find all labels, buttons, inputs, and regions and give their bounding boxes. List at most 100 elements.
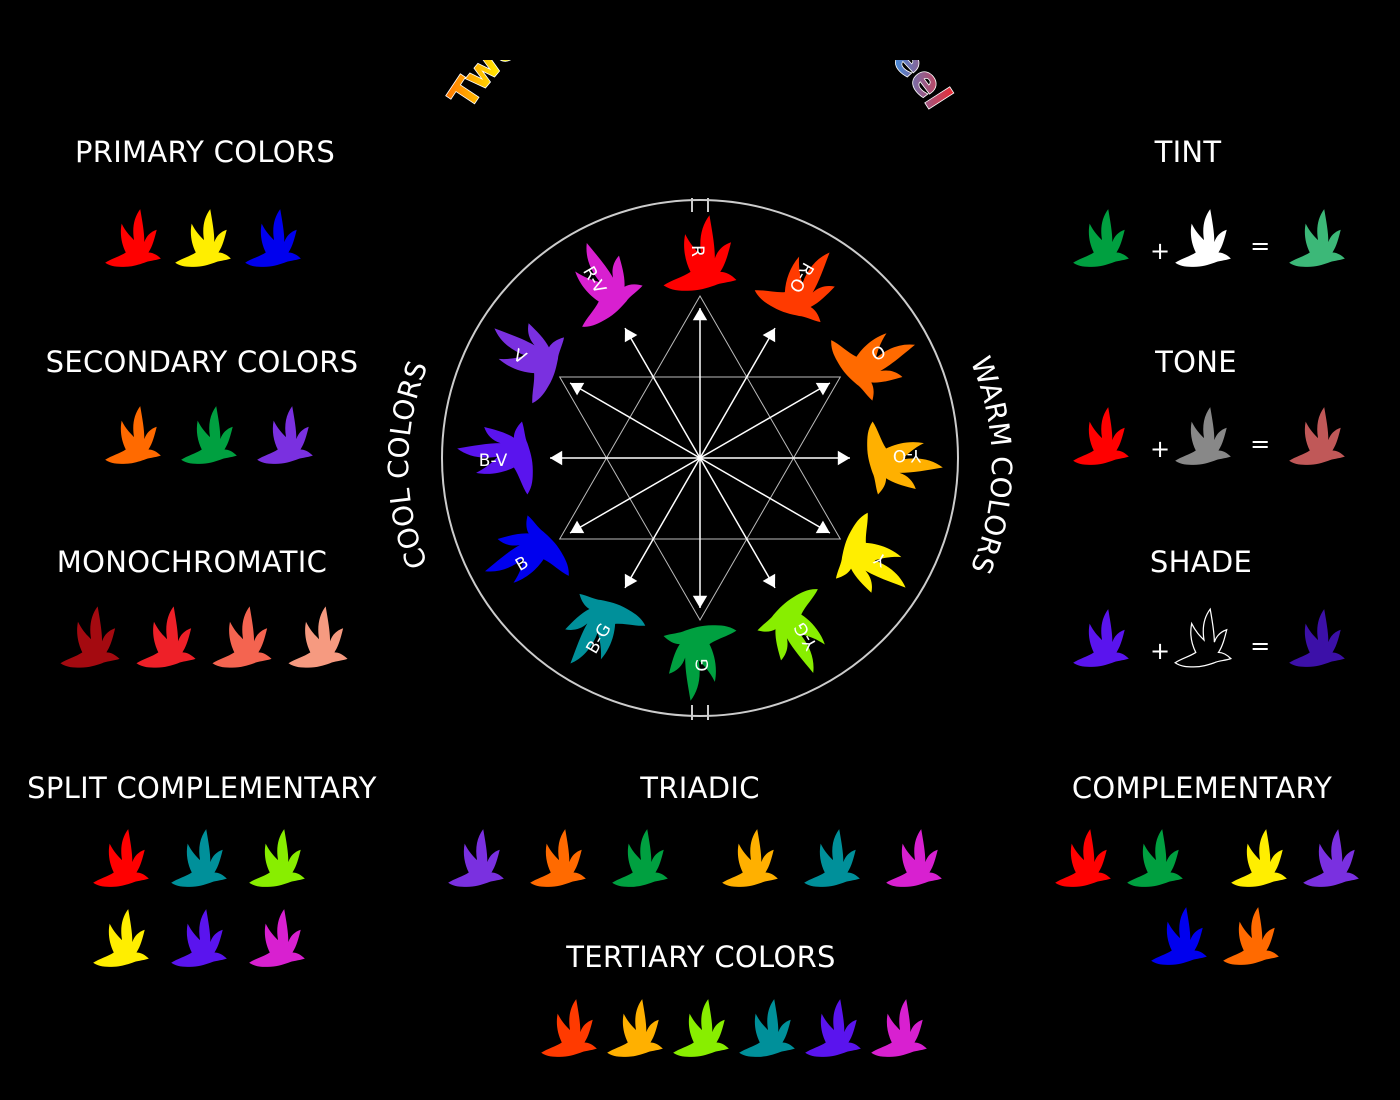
secondary-colors-title: SECONDARY COLORS [45,345,359,379]
wheel-label: R [687,245,707,257]
plus-sign: + [1150,637,1171,665]
dove-icon [136,606,196,668]
tint-title: TINT [1154,135,1222,169]
arrowhead-icon [570,520,585,534]
wheel-dove-r-v: R-V [575,243,643,327]
dove-icon [804,829,860,887]
plus-sign: + [1150,435,1171,463]
dove-icon [886,829,942,887]
wheel-dove-b: B [485,515,569,583]
dove-icon [1175,209,1231,267]
plus-sign: + [1150,237,1171,265]
dove-icon [105,406,161,464]
wheel-label: Y-O [893,445,922,465]
monochromatic-title: MONOCHROMATIC [56,545,328,579]
arrowhead-icon [624,328,638,343]
dove-icon [181,406,237,464]
wheel-dove-v: V [494,323,565,404]
dove-icon [1151,907,1207,965]
dove-icon [663,215,737,291]
wheel-dove-r: R [663,215,737,291]
color-wheel: Twelve Steps Color Wheel RR-OOY-OYY-GGB-… [382,60,1018,720]
wheel-dove-y-g: Y-G [757,589,825,673]
dove-icon [93,909,149,967]
triadic-title: TRIADIC [640,771,760,805]
shade-row: += [1068,605,1350,671]
dove-icon [1303,829,1359,887]
dove-icon [831,333,915,401]
dove-icon [607,999,663,1057]
dove-icon [530,829,586,887]
dove-icon [1174,607,1233,668]
dove-icon [93,829,149,887]
split-complementary-row-2 [88,905,310,971]
dove-icon [457,421,533,495]
wheel-arrow-line [699,457,831,534]
dove-icon [175,209,231,267]
wheel-dove-b-v: B-V [457,421,533,495]
dove-icon [1175,407,1231,465]
dove-icon [805,999,861,1057]
wheel-arrow-line [624,327,701,459]
equals-sign: = [1250,232,1271,260]
wheel-label: B-V [479,451,508,471]
dove-icon [1073,407,1129,465]
arrowhead-icon [815,520,830,534]
equals-sign: = [1250,430,1271,458]
dove-icon [257,406,313,464]
dove-icon [60,606,120,668]
dove-icon [867,421,943,495]
wheel-label: G [693,658,713,671]
wheel-arrow-line [624,457,701,589]
complementary-title: COMPLEMENTARY [1071,771,1333,805]
wheel-dove-y: Y [835,512,906,593]
dove-icon [1289,407,1346,465]
arrowhead-icon [692,595,708,608]
primary-colors-row [100,205,306,271]
dove-icon [612,829,668,887]
dove-icon [565,593,646,664]
dove-icon [1073,609,1129,667]
dove-icon [1289,209,1346,267]
triadic-row [443,825,947,891]
wheel-dove-y-o: Y-O [867,421,943,495]
arrowhead-icon [692,308,708,321]
tertiary-colors-row [536,995,932,1061]
wheel-arrow-line [699,382,831,459]
dove-icon [448,829,504,887]
dove-icon [663,625,737,701]
primary-colors-title: PRIMARY COLORS [74,135,336,169]
dove-icon [757,589,825,673]
secondary-colors-row [100,402,318,468]
dove-icon [494,323,565,404]
wheel-dove-b-g: B-G [565,593,646,664]
wheel-ring [441,199,959,717]
dove-icon [171,909,227,967]
arrowhead-icon [570,382,585,396]
tint-row: += [1068,205,1350,271]
monochromatic-row [55,602,353,672]
wheel-arrows [550,308,850,608]
tone-row: += [1068,403,1350,469]
dove-icon [212,606,272,668]
arrowhead-icon [624,573,638,588]
dove-icon [871,999,927,1057]
dove-icon [288,606,348,668]
split-complementary-title: SPLIT COMPLEMENTARY [27,771,377,805]
dove-icon [541,999,597,1057]
wheel-dove-g: G [663,625,737,701]
dove-icon [754,252,835,323]
dove-icon [1127,829,1183,887]
dove-icon [249,829,305,887]
dove-icon [1073,209,1129,267]
dove-icon [249,909,305,967]
tone-title: TONE [1155,345,1237,379]
dove-icon [722,829,778,887]
arrowhead-icon [815,382,830,396]
wheel-arrow-line [569,382,701,459]
wheel-dove-o: O [831,333,915,401]
arrowhead-icon [762,328,776,343]
dove-icon [245,209,301,267]
shade-title: SHADE [1149,545,1253,579]
equals-sign: = [1250,632,1271,660]
